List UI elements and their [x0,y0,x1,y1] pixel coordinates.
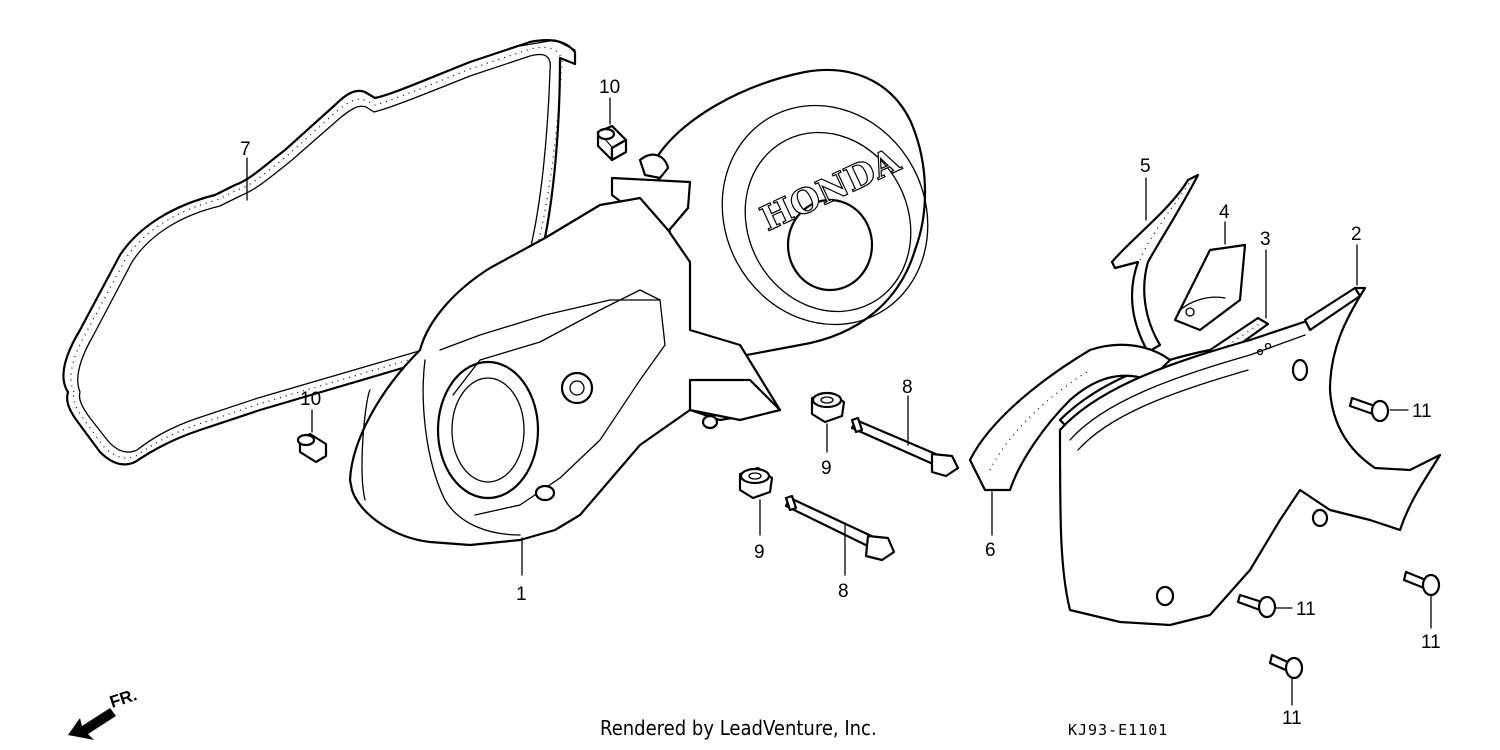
callout-11-b: 11 [1296,599,1316,620]
screw-part-11-c[interactable] [1402,570,1441,597]
callout-8-lower: 8 [838,581,849,602]
grommet-part-9-upper[interactable] [810,391,846,424]
callout-10-upper: 10 [599,77,620,98]
callout-5: 5 [1140,156,1151,177]
front-direction-arrow-icon [68,708,116,740]
screw-part-11-a[interactable] [1348,396,1390,423]
front-direction-label: FR. [107,685,139,712]
callout-11-c: 11 [1421,632,1441,653]
dowel-pin-part-10-upper[interactable] [596,124,628,162]
callout-1: 1 [516,584,527,605]
callout-10-lower: 10 [300,389,321,410]
seal-strip-part-5[interactable] [1110,173,1200,354]
callout-9-lower: 9 [754,542,765,563]
callout-4: 4 [1219,202,1230,223]
left-crankcase-cover-part-1[interactable]: HONDA [348,68,966,547]
callout-8-upper: 8 [902,377,913,398]
callout-11-a: 11 [1412,401,1432,422]
outer-cover-part-2[interactable] [1058,286,1442,627]
screw-part-11-d[interactable] [1268,653,1304,680]
render-credit: Rendered by LeadVenture, Inc. [600,716,877,740]
gasket-part-7[interactable] [62,39,577,466]
callout-2: 2 [1351,224,1362,245]
dowel-pin-part-10-lower[interactable] [296,432,328,464]
callout-11-d: 11 [1282,708,1302,729]
plate-part-4[interactable] [1173,243,1247,332]
bolt-part-8-lower[interactable] [784,494,896,562]
callout-3: 3 [1260,229,1271,250]
callout-9-upper: 9 [821,458,832,479]
grommet-part-9-lower[interactable] [738,466,774,500]
screw-part-11-b[interactable] [1236,593,1277,619]
bolt-part-8-upper[interactable] [850,416,960,478]
callout-7: 7 [240,139,251,160]
callout-6: 6 [985,540,996,561]
diagram-code: KJ93-E1101 [1068,721,1169,739]
